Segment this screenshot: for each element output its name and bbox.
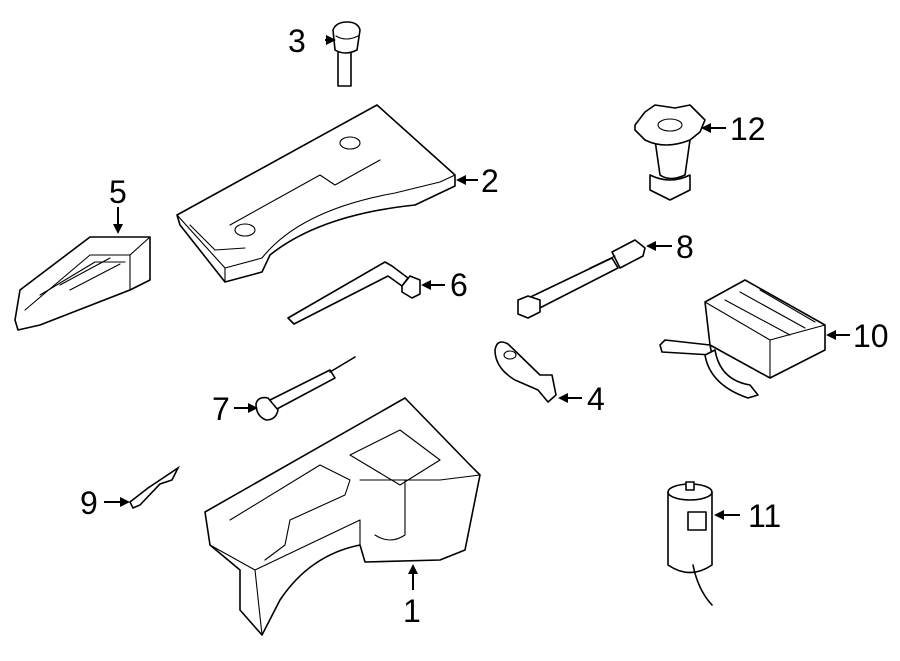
- part-7-long-bolt: [255, 356, 356, 421]
- callout-10-label: 10: [853, 318, 889, 354]
- callout-1-label: 1: [403, 593, 421, 629]
- part-10-tool-bag: [659, 279, 826, 399]
- callout-8-label: 8: [676, 229, 694, 265]
- part-3-bolt: [332, 21, 361, 87]
- callout-6-label: 6: [450, 267, 468, 303]
- callout-4-label: 4: [587, 381, 605, 417]
- callout-12-label: 12: [730, 111, 766, 147]
- part-6-lug-wrench: [287, 261, 421, 325]
- part-4-hook: [494, 341, 557, 403]
- callout-5-label: 5: [109, 174, 127, 210]
- part-9-clip: [128, 465, 181, 510]
- callout-3-label: 3: [288, 23, 306, 59]
- callout-7-label: 7: [212, 391, 230, 427]
- part-8-extension: [517, 239, 646, 319]
- part-12-jack: [634, 104, 706, 201]
- callout-11-label: 11: [748, 498, 781, 534]
- part-1-storage-tray: [204, 397, 481, 636]
- part-5-bracket: [14, 236, 151, 331]
- part-2-panel: [176, 104, 456, 283]
- callout-2-label: 2: [481, 163, 499, 199]
- part-11-compressor: [667, 481, 713, 606]
- callout-9-label: 9: [80, 485, 98, 521]
